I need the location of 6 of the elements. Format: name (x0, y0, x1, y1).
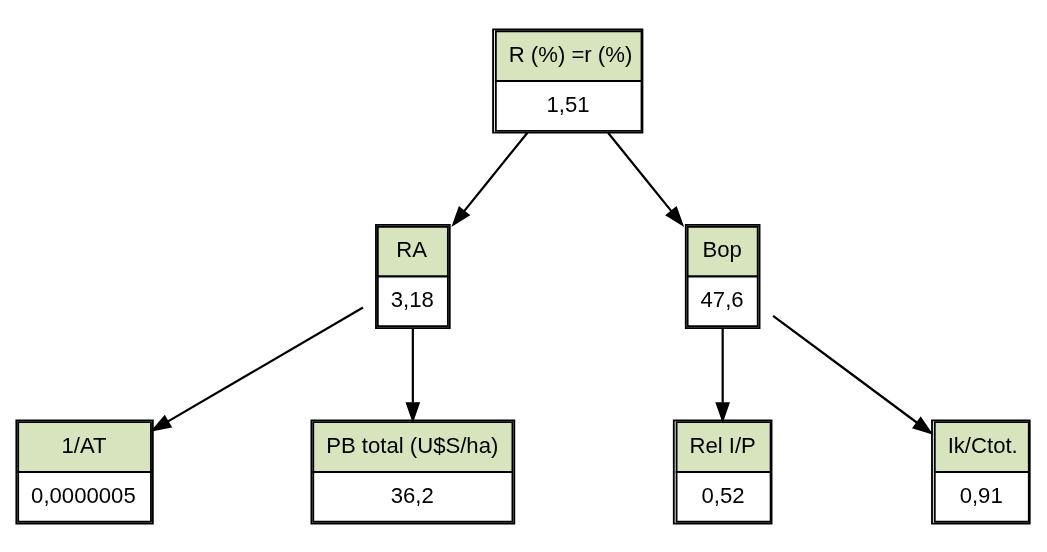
arrow (772, 314, 934, 435)
arrow (715, 327, 731, 423)
arrow (405, 327, 421, 423)
arrow (150, 306, 364, 432)
arrow (607, 131, 685, 227)
arrow (451, 131, 529, 227)
